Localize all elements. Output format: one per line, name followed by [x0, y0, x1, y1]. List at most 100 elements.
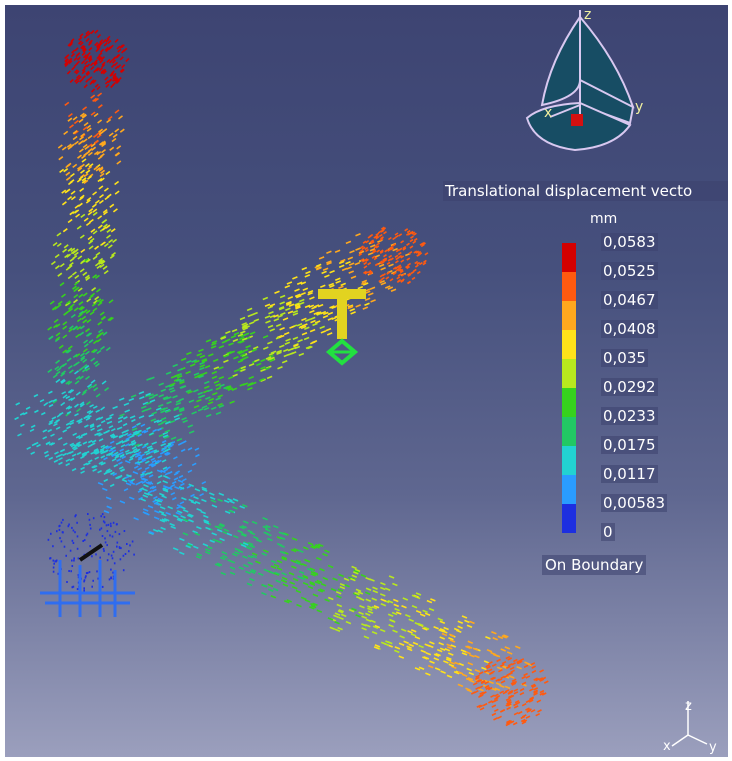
displacement-arrow — [384, 587, 391, 592]
displacement-arrow — [239, 316, 246, 321]
displacement-arrow — [293, 343, 299, 348]
displacement-arrow — [94, 83, 99, 88]
displacement-arrow — [219, 537, 225, 542]
displacement-arrow — [422, 259, 427, 264]
displacement-arrow — [300, 281, 307, 285]
displacement-arrow — [48, 399, 53, 404]
displacement-arrow — [420, 649, 427, 654]
displacement-arrow — [91, 287, 97, 292]
displacement-arrow — [95, 393, 101, 398]
displacement-arrow — [355, 614, 361, 618]
displacement-arrow — [121, 440, 127, 444]
displacement-arrow — [254, 358, 260, 363]
displacement-arrow — [260, 358, 266, 363]
displacement-arrow — [380, 602, 387, 607]
displacement-arrow — [81, 391, 87, 396]
displacement-arrow — [320, 310, 327, 315]
displacement-arrow — [93, 450, 100, 455]
displacement-arrow — [211, 375, 218, 380]
displacement-arrow — [398, 655, 405, 659]
displacement-arrow — [56, 232, 62, 237]
displacement-arrow — [284, 284, 291, 289]
displacement-arrow — [230, 334, 237, 339]
displacement-arrow — [505, 722, 511, 727]
displacement-arrow — [140, 474, 145, 479]
displacement-arrow — [81, 75, 87, 80]
displacement-arrow — [109, 254, 115, 259]
displacement-arrow — [367, 605, 373, 609]
displacement-arrow — [449, 633, 455, 638]
displacement-arrow — [74, 380, 80, 385]
displacement-arrow — [65, 422, 71, 426]
displacement-arrow — [91, 146, 97, 151]
displacement-arrow — [507, 719, 512, 724]
displacement-arrow — [152, 488, 157, 493]
displacement-arrow — [295, 306, 301, 310]
displacement-arrow — [255, 560, 261, 564]
displacement-arrow — [298, 570, 305, 575]
displacement-arrow — [401, 604, 407, 609]
displacement-arrow — [70, 247, 76, 252]
displacement-arrow — [135, 482, 140, 486]
orientation-compass[interactable]: z x y — [525, 7, 643, 152]
displacement-arrow — [406, 229, 411, 234]
displacement-arrow — [110, 83, 115, 89]
displacement-arrow — [336, 595, 342, 599]
displacement-arrow — [120, 44, 125, 49]
displacement-arrow — [81, 177, 87, 182]
displacement-arrow — [365, 612, 371, 617]
displacement-arrow — [390, 247, 394, 251]
displacement-arrow — [466, 667, 472, 672]
displacement-arrow — [237, 333, 244, 337]
displacement-arrow — [454, 661, 460, 666]
displacement-arrow — [148, 393, 154, 397]
displacement-arrow — [65, 171, 71, 176]
displacement-arrow — [83, 343, 89, 348]
displacement-arrow — [82, 126, 88, 131]
displacement-arrow — [189, 363, 196, 367]
displacement-arrow — [101, 61, 106, 66]
3d-viewport[interactable]: z x y z x y Translational displacement v… — [5, 5, 728, 757]
displacement-arrow — [468, 671, 475, 676]
displacement-arrow — [61, 391, 67, 395]
displacement-arrow — [97, 469, 102, 474]
displacement-arrow — [193, 389, 199, 393]
displacement-arrow — [143, 430, 149, 434]
displacement-arrow — [338, 264, 345, 268]
displacement-arrow — [31, 442, 37, 447]
displacement-arrow — [79, 401, 85, 406]
displacement-arrow — [470, 691, 476, 695]
displacement-arrow — [322, 552, 328, 557]
displacement-arrow — [239, 340, 245, 344]
displacement-arrow — [410, 633, 417, 637]
displacement-arrow — [42, 436, 48, 440]
displacement-arrow — [249, 331, 256, 335]
displacement-arrow — [80, 433, 86, 437]
displacement-arrow — [114, 190, 120, 195]
displacement-arrow — [350, 311, 356, 315]
displacement-arrow — [337, 588, 344, 592]
displacement-arrow — [414, 260, 419, 265]
displacement-arrow — [484, 680, 490, 685]
displacement-arrow — [104, 46, 109, 51]
displacement-arrow — [72, 135, 78, 141]
color-legend[interactable]: Translational displacement vecto mm 0,05… — [443, 181, 728, 581]
displacement-arrow — [494, 693, 499, 697]
displacement-arrow — [394, 234, 399, 239]
displacement-arrow — [399, 268, 404, 273]
displacement-arrow — [290, 548, 297, 553]
displacement-arrow — [120, 68, 125, 73]
displacement-arrow — [383, 642, 390, 647]
legend-value: 0,0583 — [601, 233, 658, 251]
displacement-arrow — [70, 190, 76, 195]
displacement-arrow — [295, 589, 302, 594]
displacement-arrow — [258, 572, 264, 577]
displacement-arrow — [158, 433, 165, 438]
displacement-arrow — [269, 358, 275, 362]
displacement-arrow — [99, 311, 105, 316]
displacement-arrow — [225, 330, 231, 335]
displacement-arrow — [84, 145, 90, 150]
displacement-arrow — [523, 672, 528, 677]
displacement-arrow — [98, 167, 104, 172]
displacement-arrow — [132, 447, 138, 452]
